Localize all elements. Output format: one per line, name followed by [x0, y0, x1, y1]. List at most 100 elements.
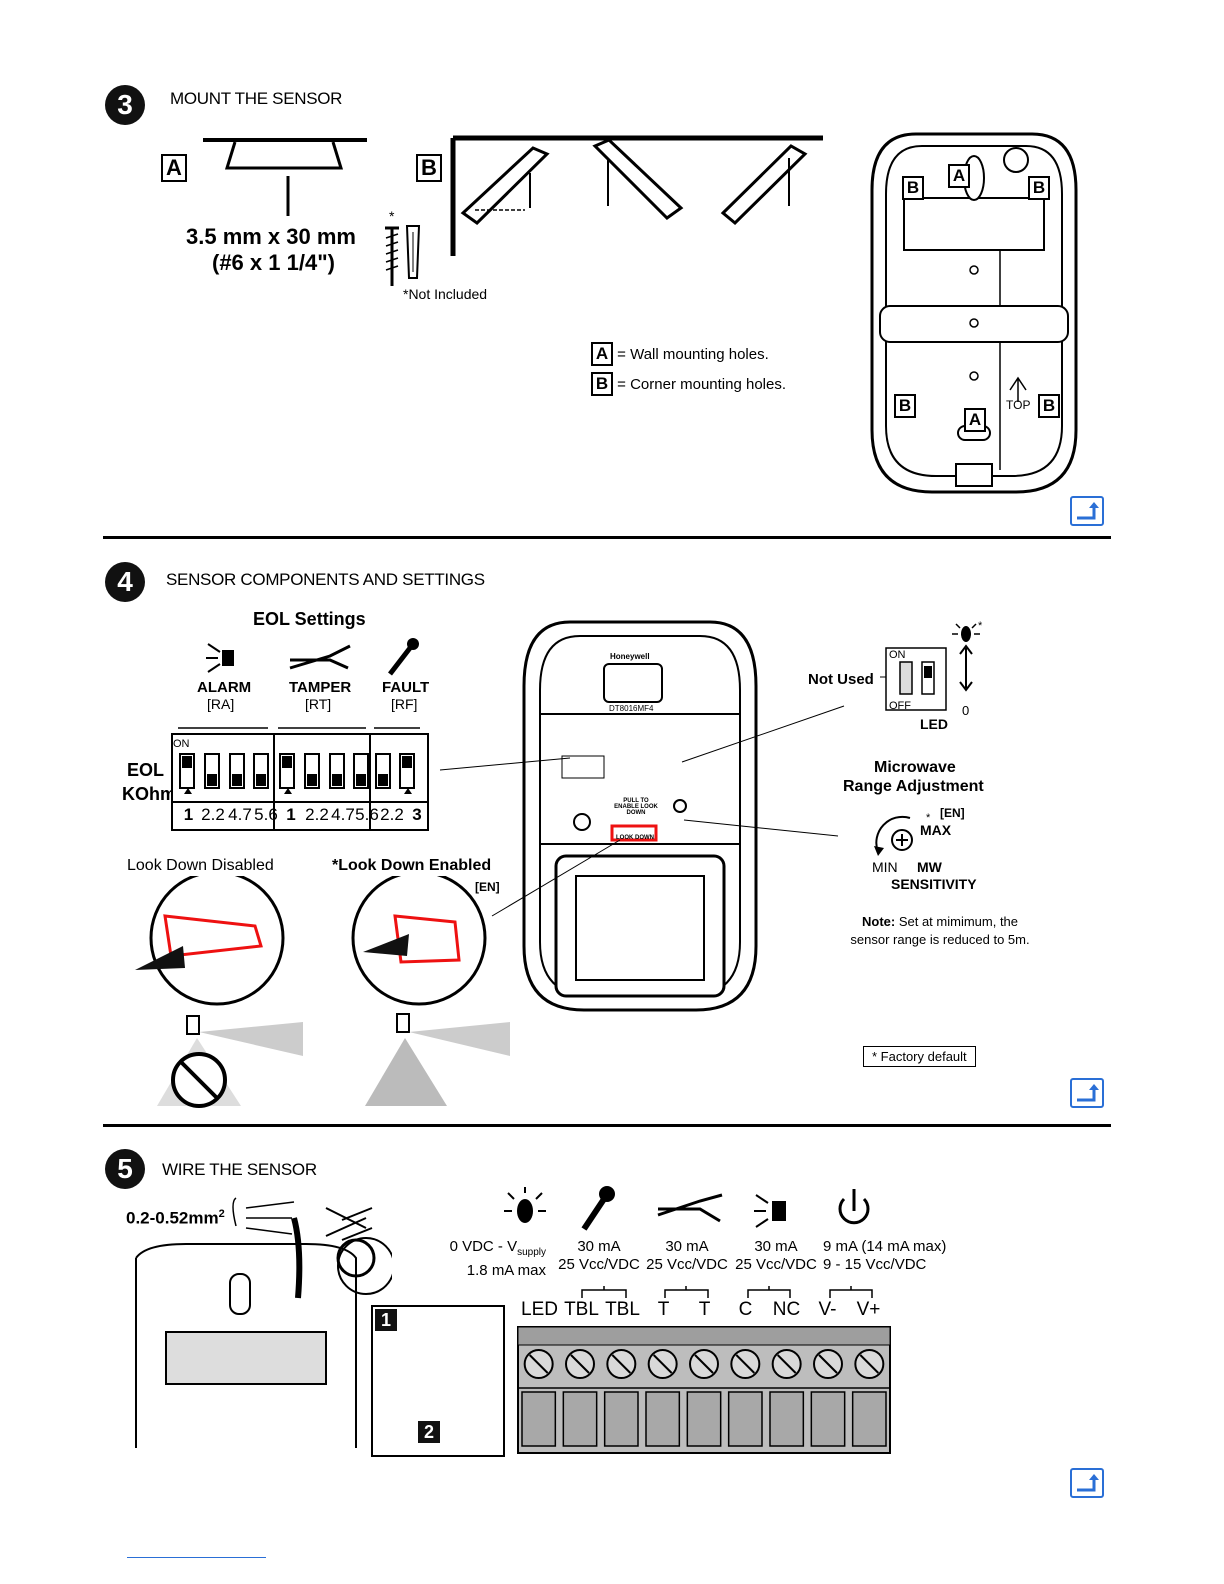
back-to-top-button-3[interactable] — [1070, 1468, 1104, 1498]
section-5-title: WIRE THE SENSOR — [162, 1160, 317, 1179]
terminal-label: T — [657, 1299, 670, 1320]
screw-icon — [385, 226, 399, 286]
not-used-label: Not Used — [808, 671, 874, 688]
pliers-icon — [657, 1193, 723, 1223]
alarm-code: [RA] — [207, 696, 235, 712]
terminal-screw-slot — [776, 1354, 797, 1374]
dip-value: 2.2 — [305, 805, 329, 824]
eol-dip-switch-bank — [171, 727, 429, 831]
back-plate-illustration — [870, 132, 1078, 494]
wiring-spec-icons — [504, 1186, 870, 1231]
pliers-icon — [289, 644, 351, 670]
terminal-screw-slot — [818, 1354, 838, 1374]
mount-label-b: B — [416, 154, 442, 182]
terminal-clamp — [769, 1391, 805, 1447]
terminal-screw-slot — [611, 1354, 632, 1374]
mount-label-a: A — [161, 154, 187, 182]
terminal-clamp — [727, 1391, 763, 1447]
terminal-clamp — [686, 1391, 722, 1447]
terminal-screw-slot — [652, 1354, 673, 1374]
eol-icons — [206, 638, 419, 676]
terminal-label: V- — [818, 1299, 837, 1320]
dip-value: 1 — [183, 805, 194, 824]
back-to-top-button-1[interactable] — [1070, 496, 1104, 526]
terminal-screw-slot — [694, 1354, 714, 1374]
dip-value: 2.2 — [201, 805, 225, 824]
back-label-a-top: A — [948, 164, 970, 188]
step-5-number: 5 — [105, 1149, 145, 1189]
inset-step-1: 1 — [375, 1309, 397, 1331]
step-3-number: 3 — [105, 85, 145, 125]
dip-values-row: 1 2.2 4.7 5.6 1 2.2 4.7 5.6 2.2 3 — [178, 805, 436, 825]
wire-gauge: 0.2-0.52mm2 — [126, 1208, 225, 1228]
dip-value: 5.6 — [254, 805, 278, 824]
fault-code: [RF] — [391, 696, 418, 712]
terminal-label: NC — [772, 1299, 801, 1320]
wall-anchor-icon — [405, 225, 421, 279]
section-divider-1 — [103, 536, 1111, 539]
mw-sensitivity-label: SENSITIVITY — [891, 876, 977, 892]
terminal-label: TBL — [564, 1299, 599, 1320]
legend-corner-holes: B = Corner mounting holes. — [591, 372, 786, 396]
mw-en-tag: [EN] — [940, 806, 965, 820]
terminal-clamp — [810, 1391, 846, 1447]
microwave-title: Microwave — [874, 759, 956, 776]
led-asterisk: * — [978, 620, 983, 632]
siren-icon — [754, 1194, 786, 1228]
look-down-enabled-tag: [EN] — [475, 880, 500, 894]
wrench-icon — [581, 1186, 615, 1231]
terminal-screw-slot — [528, 1354, 549, 1374]
mw-mw-label: MW — [917, 859, 942, 875]
sensor-front-illustration — [522, 620, 758, 1012]
back-to-top-icon — [1077, 1474, 1099, 1492]
back-top-label: TOP — [1006, 398, 1031, 412]
section-4-title: SENSOR COMPONENTS AND SETTINGS — [166, 570, 485, 589]
sensitivity-dial-icon — [874, 815, 913, 856]
switch-on-label: ON — [889, 649, 906, 661]
dip-value: 3 — [412, 805, 422, 824]
sensor-brand: Honeywell — [610, 652, 650, 661]
terminal-clamp — [603, 1391, 639, 1447]
switch-off-label: OFF — [889, 700, 911, 712]
terminal-label: C — [738, 1299, 753, 1320]
footnote-rule — [127, 1557, 266, 1558]
led-switch-illustration — [880, 623, 980, 711]
alarm-label: ALARM — [197, 679, 252, 696]
terminal-label: LED — [521, 1299, 558, 1320]
mw-max-label: MAX — [920, 822, 952, 838]
tamper-label: TAMPER — [289, 679, 352, 696]
back-to-top-button-2[interactable] — [1070, 1078, 1104, 1108]
look-down-tab-label: LOOK DOWN — [616, 835, 654, 841]
terminal-label: T — [698, 1299, 711, 1320]
section-divider-2 — [103, 1124, 1111, 1127]
eol-row-label: EOL — [127, 760, 165, 780]
led-icon — [504, 1187, 546, 1223]
look-down-enabled-label: *Look Down Enabled — [332, 857, 492, 874]
not-included-asterisk: * — [389, 208, 395, 224]
screw-size-imperial: (#6 x 1 1/4") — [212, 250, 335, 275]
wrench-icon — [388, 638, 419, 676]
screw-size: 3.5 mm x 30 mm — [186, 224, 356, 249]
terminal-labels-row: LED TBL TBL T T C NC V- V+ — [518, 1299, 890, 1321]
fault-label: FAULT — [382, 679, 430, 696]
range-adjustment-title: Range Adjustment — [843, 778, 984, 795]
tamper-code: [RT] — [305, 696, 332, 712]
section-3-title: MOUNT THE SENSOR — [170, 89, 343, 108]
terminal-group-brackets — [581, 1286, 873, 1298]
inset-step-2: 2 — [418, 1421, 440, 1443]
dip-value: 1 — [286, 805, 296, 824]
spec-power: 9 mA (14 mA max)9 - 15 Vcc/VDC — [823, 1238, 947, 1273]
dip-value: 2.2 — [380, 805, 404, 824]
back-label-b-bottom-right: B — [1038, 394, 1060, 418]
back-label-a-bottom: A — [964, 408, 986, 432]
back-to-top-icon — [1077, 502, 1099, 520]
legend-wall-holes: A = Wall mounting holes. — [591, 342, 769, 366]
terminal-clamp — [562, 1391, 598, 1447]
pull-look-down-text: PULL TO ENABLE LOOK DOWN — [614, 798, 658, 816]
back-label-b-top-right: B — [1028, 176, 1050, 200]
eol-settings-title: EOL Settings — [253, 609, 366, 629]
dip-value: 4.7 — [228, 805, 252, 824]
